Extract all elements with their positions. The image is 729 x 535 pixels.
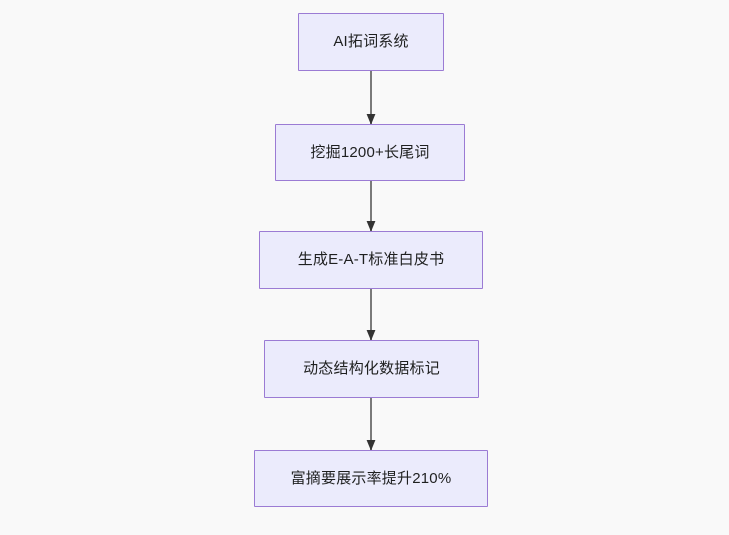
flowchart-node-2[interactable]: 挖掘1200+长尾词 — [275, 124, 465, 181]
flowchart-node-1-label: AI拓词系统 — [333, 33, 409, 50]
flowchart-node-5[interactable]: 富摘要展示率提升210% — [254, 450, 488, 507]
flowchart-node-1[interactable]: AI拓词系统 — [298, 13, 444, 71]
flowchart-node-3-label: 生成E-A-T标准白皮书 — [297, 251, 445, 268]
flowchart-node-4[interactable]: 动态结构化数据标记 — [264, 340, 479, 398]
flowchart-node-3[interactable]: 生成E-A-T标准白皮书 — [259, 231, 483, 289]
flowchart-node-5-label: 富摘要展示率提升210% — [290, 469, 452, 487]
flowchart-node-4-label: 动态结构化数据标记 — [303, 360, 440, 377]
flowchart-node-2-label: 挖掘1200+长尾词 — [310, 143, 430, 161]
